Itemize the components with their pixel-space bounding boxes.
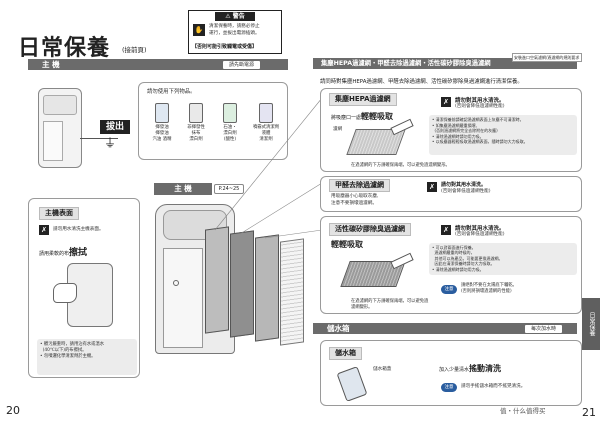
hepa-panel: 集塵HEPA過濾網 ✗ 請勿對其用水清洗。 (否則會降低過濾網性能) 將吸塵口一… [320,88,582,172]
main-unit-label: 主 機 [154,183,212,195]
carbon-foot: 在過濾網的下方請確保兩端，可以避免過濾網變形。 [351,299,429,311]
hepa-foot: 在過濾網的下方請確保兩端，可以避免過濾網變形。 [351,163,450,168]
right-page-number: 21 [582,406,596,419]
carbon-no-wash-sub: (否則會降低過濾網性能) [455,232,505,237]
warning-box: ⚠ 警告 ✋ 清潔保養時，請務必停止 運行，並拔出電源插頭。 【否則可能引致觸電… [188,10,282,54]
hepa-vacuum-illustration [346,118,414,159]
bottle-icon [189,103,203,123]
section-main-title: 主 機 [42,60,60,69]
carbon-lead-big: 輕輕吸取 [331,240,363,249]
side-tab: 日常保養 [582,298,600,350]
warning-label: ⚠ 警告 [215,12,255,21]
section-tank-bar: 儲水箱 每次加水時 [313,323,577,334]
carbon-panel: 活性碳矽膠除臭過濾網 輕輕吸取 ✗ 請勿對其用水清洗。 (否則會降低過濾網性能)… [320,216,582,314]
tank-panel: 儲水箱 儲水箱蓋 加入少量清水搖動清洗 注意 請勿手搖儲水箱而不搖晃清洗。 [320,340,582,406]
carbon-bullets: • 可以對兩面進行保養。 過濾網嚴重的時候的， 其他可以為產品，可能要更換過濾網… [429,243,577,275]
no-water-icon: ✗ [39,225,49,235]
hepa-no-wash-sub: (否則會降低過濾網性能) [455,104,505,109]
supply-item-2: 非揮發性 抹布 漂白劑 [181,103,211,144]
carbon-title: 活性碳矽膠除臭過濾網 [329,223,411,236]
warning-line1: 清潔保養時，請務必停止 [209,24,260,29]
carbon-no-wash: 請勿對其用水清洗。 [455,226,505,232]
tank-title: 儲水箱 [329,347,362,360]
section-main-bar: 主 機 請先斷電源 [28,59,288,70]
page-title-suffix: (接前頁) [122,46,147,54]
hepa-filter-word: 濾網 [333,127,343,132]
surface-note: 請勿用水清洗主機表面。 [53,227,104,232]
section-main-tag: 請先斷電源 [223,60,261,69]
filters-intro: 請同時對集塵HEPA過濾網、甲醛去除過濾網、活性碳矽膠除臭過濾網進行清潔保養。 [320,79,523,85]
surface-panel: 主機表面 ✗ 請勿用水清洗主機表面。 請用柔軟的布擦拭 • 髒污嚴重時，請用沾有… [28,198,140,378]
formaldehyde-no-wash: 請勿對其用水清洗。 [441,182,487,188]
cloth-hand-icon [53,283,77,303]
carbon-note-text: 請絕對不要在太陽底下曬乾。 (否則將損壞過濾網的性能) [461,283,517,295]
tank-note-text: 請勿手搖儲水箱而不搖晃清洗。 [461,384,526,389]
surface-tips: • 髒污嚴重時，請用沾有水或溫水 (40℃以下)的布擦拭。 • 勿噴灑化學清潔劑… [37,339,137,375]
formaldehyde-title: 甲醛去除過濾網 [329,179,390,192]
formaldehyde-panel: 甲醛去除過濾網 用吸塵器小心吸取灰塵, 注意不要損壞過濾網。 ✗ 請勿對其用水清… [320,176,582,212]
hepa-no-wash: 請勿對其用水清洗。 [455,98,505,104]
hepa-lead: 將吸塵口一處輕輕吸取 [331,111,393,122]
supply-item-3: 石油・ 漂白劑 (酸性) [215,103,245,144]
tank-note-badge: 注意 [441,383,457,392]
hepa-lead-big: 輕輕吸取 [361,112,394,121]
supplies-text: 請勿使用下列物品。 [147,89,196,95]
left-page-number: 20 [6,404,20,417]
surface-title: 主機表面 [39,207,79,220]
formaldehyde-text1: 用吸塵器小心吸取灰塵, [331,194,379,199]
tank-lead-text: 加入少量清水 [439,367,470,373]
warning-line2: 運行，並拔出電源插頭。 [209,31,260,36]
wipe-big: 擦拭 [69,248,88,258]
supply-item-4: 噴霧式清潔劑 液體 清潔劑 [249,103,283,144]
tank-illustration [335,363,375,403]
no-water-icon: ✗ [441,97,451,107]
bottle-icon [223,103,237,123]
section-filters-title: 集塵HEPA過濾網・甲醛去除過濾網・活性碳矽膠除臭過濾網 [321,60,491,67]
no-water-icon: ✗ [441,225,451,235]
warning-footer: 【否則可能引致觸電或受傷】 [192,44,258,50]
hepa-title: 集塵HEPA過濾網 [329,93,397,106]
warning-label-text: 警告 [232,13,245,20]
section-tank-title: 儲水箱 [327,324,350,333]
tank-lead-big: 搖動清洗 [469,364,502,373]
tank-cap-label: 儲水箱蓋 [373,367,392,372]
wipe-pre: 請用柔軟的布 [39,251,70,257]
power-cord [80,138,118,139]
purifier-small-illustration [38,88,82,168]
page-title: 日常保養 [18,35,111,61]
section-tank-tag: 每次加水時 [525,324,563,333]
supply-item-1: 揮發油 揮發油 汽油 酒精 [147,103,177,144]
formaldehyde-text2: 注意不要損壞過濾網。 [331,201,377,206]
tank-lead: 加入少量清水搖動清洗 [439,363,501,374]
hepa-lead-text: 將吸塵口一處 [331,115,362,121]
plug-icon: ⏚ [104,136,117,150]
section-filters-tag: 安裝進口空氣濾網/過濾網的規則要求 [512,53,582,62]
wipe-illustration [49,259,119,329]
hepa-bullets: • 清潔保養前請確認過濾網表面上灰塵不可清潔時。 • 如集塵過濾網嚴重損壞、 (… [429,115,577,155]
carbon-vacuum-illustration [340,252,415,293]
no-touch-icon: ✋ [193,24,205,36]
unplug-label: 拔出 [100,120,130,134]
bottle-icon [155,103,169,123]
supplies-panel: 請勿使用下列物品。 揮發油 揮發油 汽油 酒精 非揮發性 抹布 漂白劑 石油・ … [138,82,288,160]
watermark: 值・什么值得买 [500,407,546,415]
spray-icon [259,103,273,123]
main-unit-ref: P.24~25 [214,184,244,194]
formaldehyde-no-wash-sub: (否則會降低過濾網性能) [441,189,491,194]
carbon-note-badge: 注意 [441,285,457,294]
wipe-instruction: 請用柔軟的布擦拭 [39,245,87,258]
section-filters-bar: 集塵HEPA過濾網・甲醛去除過濾網・活性碳矽膠除臭過濾網 [313,58,577,69]
warning-triangle-icon: ⚠ [225,13,231,20]
no-water-icon: ✗ [427,182,437,192]
